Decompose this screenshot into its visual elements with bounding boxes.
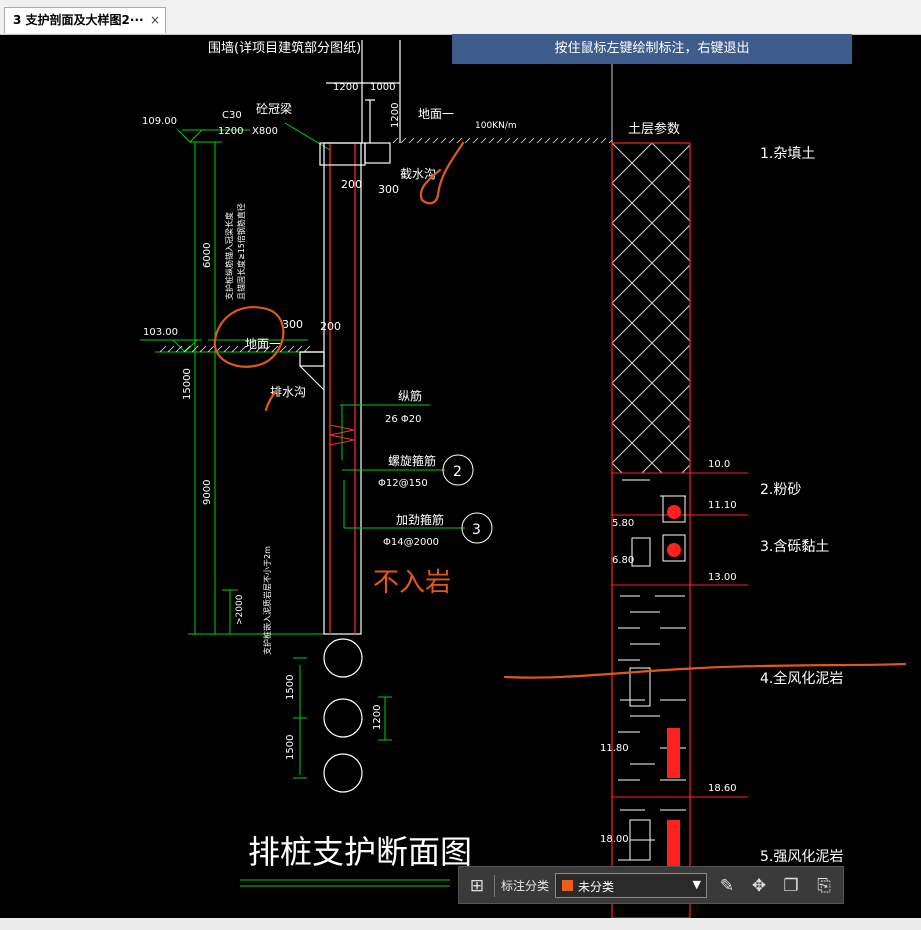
callout-2-text: 2 [453, 464, 462, 480]
ground-hatch-top [390, 138, 612, 143]
move-icon[interactable]: ✥ [751, 876, 767, 896]
dim-6000: 6000 [202, 243, 213, 268]
tab-bar: 3 支护剖面及大样图2··· × [0, 0, 921, 35]
tab-document[interactable]: 3 支护剖面及大样图2··· × [4, 7, 166, 33]
vnote-3: 支护桩嵌入泥质岩层不小于2m [262, 546, 272, 655]
dim-200-b: 200 [320, 320, 341, 333]
dim-300-a: 300 [378, 183, 399, 196]
dim-1200-a: 1200 [333, 82, 358, 93]
layer-2: 2.粉砂 [760, 482, 801, 498]
dim-200-a: 200 [341, 178, 362, 191]
dim-300-b: 300 [282, 318, 303, 331]
callout-3 [461, 512, 493, 544]
soil-column [611, 142, 748, 918]
cap-size-1: 1200 [218, 126, 243, 137]
vnote-1: 支护桩纵筋锚入冠梁长度 [224, 212, 234, 300]
layer-3: 3.含砾黏土 [760, 539, 829, 555]
drawing-title: 排桩支护断面图 [248, 833, 472, 871]
dim-1500-a: 1500 [285, 675, 296, 700]
pile-section [299, 40, 401, 635]
status-strip [0, 918, 921, 930]
depth-1800: 18.00 [600, 834, 629, 845]
spiral-marks [329, 424, 355, 446]
spiral-spec: Φ12@150 [378, 478, 428, 489]
layer-4: 4.全风化泥岩 [760, 670, 843, 687]
paste-icon[interactable]: ⎘ [817, 876, 831, 896]
copy-icon[interactable]: ❐ [783, 876, 799, 896]
cap-size-2: X800 [252, 126, 278, 137]
category-swatch [562, 880, 573, 891]
depth-1860: 18.60 [708, 783, 737, 794]
ground-hatch-mid [160, 346, 310, 352]
pile-plan [323, 638, 363, 793]
hand-annotations [213, 141, 907, 679]
cap-beam-label: 砼冠梁 [256, 101, 292, 116]
toolbar-separator [494, 875, 495, 897]
depth-580: 5.80 [612, 518, 634, 529]
dim-1200-pile: 1200 [372, 705, 383, 730]
layer-5: 5.强风化泥岩 [760, 849, 843, 865]
grid-icon[interactable]: ⊞ [469, 876, 485, 896]
callout-2 [442, 454, 474, 486]
category-label: 标注分类 [501, 879, 550, 893]
dim-1500-b: 1500 [285, 735, 296, 760]
intercept-ditch: 截水沟 [400, 167, 436, 181]
load-label: 100KN/m [475, 121, 517, 131]
callout-3-text: 3 [472, 522, 481, 538]
close-icon[interactable]: × [149, 13, 160, 27]
category-value: 未分类 [578, 880, 615, 894]
ground-label-top: 地面一 [418, 107, 454, 121]
ground-label-mid: 地面一 [245, 337, 281, 351]
tab-title: 支护剖面及大样图2··· [25, 13, 144, 27]
annotation-toolbar: ⊞ 标注分类 未分类 ▼ ✎ ✥ ❐ ⎘ [458, 866, 844, 904]
long-bar-spec: 26 Φ20 [385, 414, 422, 425]
elev-top: 109.00 [142, 116, 177, 127]
vnote-2: 且锚固长度≥15倍钢筋直径 [236, 203, 246, 300]
dim-15000: 15000 [182, 368, 193, 400]
spiral-label: 螺旋箍筋 [388, 453, 436, 468]
elev-mid: 103.00 [143, 327, 178, 338]
hint-banner: 按住鼠标左键绘制标注，右键退出 [452, 34, 852, 64]
tab-number: 3 [13, 13, 22, 27]
stiff-spec: Φ14@2000 [383, 537, 439, 548]
dim-9000: 9000 [202, 480, 213, 505]
layer-1: 1.杂填土 [760, 146, 815, 162]
c30-label: C30 [222, 110, 242, 121]
depth-10: 10.0 [708, 459, 730, 470]
chevron-down-icon: ▼ [692, 878, 701, 891]
drain-ditch: 排水沟 [270, 385, 306, 399]
edit-icon[interactable]: ✎ [719, 876, 735, 896]
fence-note: 围墙(详项目建筑部分图纸) [208, 40, 361, 56]
depth-680: 6.80 [612, 555, 634, 566]
depth-1180: 11.80 [600, 743, 629, 754]
long-bar-label: 纵筋 [398, 388, 422, 403]
handwritten-note: 不入岩 [373, 568, 451, 598]
soil-header: 土层参数 [628, 121, 680, 137]
depth-1110: 11.10 [708, 500, 737, 511]
dim-1000: 1000 [370, 82, 395, 93]
stiff-label: 加劲箍筋 [396, 512, 444, 527]
category-select[interactable]: 未分类 ▼ [555, 873, 707, 898]
left-dimensions [140, 122, 450, 887]
cad-canvas[interactable]: 围墙(详项目建筑部分图纸) 1200 1000 1200 地面一 100KN/m… [0, 34, 921, 918]
depth-1300: 13.00 [708, 572, 737, 583]
dim-2000: >2000 [235, 594, 245, 625]
dim-1200-v: 1200 [390, 103, 401, 128]
